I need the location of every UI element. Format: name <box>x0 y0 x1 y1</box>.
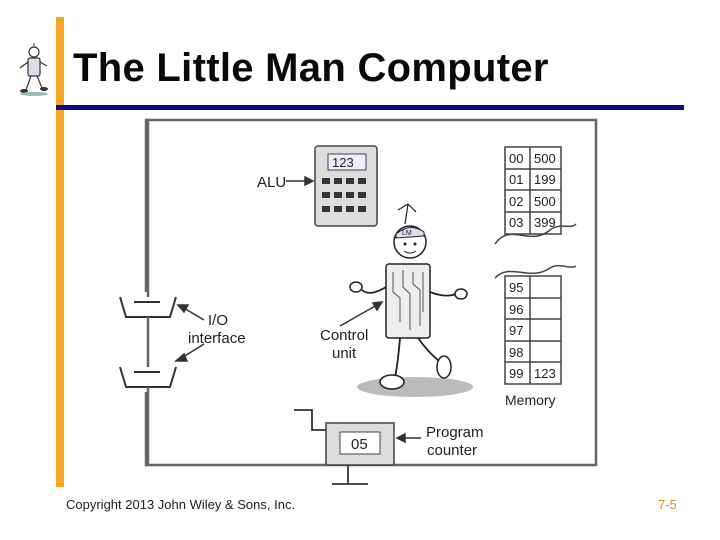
svg-text:97: 97 <box>509 323 523 338</box>
svg-text:01: 01 <box>509 172 523 187</box>
svg-text:500: 500 <box>534 151 556 166</box>
alu-label: ALU <box>257 174 286 191</box>
svg-text:96: 96 <box>509 302 523 317</box>
alu-display: 123 <box>332 155 354 170</box>
svg-text:399: 399 <box>534 215 556 230</box>
io-label-line1: I/O <box>208 312 228 329</box>
cap-label: LM <box>402 230 412 237</box>
svg-text:99: 99 <box>509 366 523 381</box>
io-label-line2: interface <box>188 330 246 347</box>
lmc-diagram: I/O interface 123 ALU 00 500 01 199 02 500 … <box>119 118 598 485</box>
memory-bottom-block <box>504 275 562 385</box>
svg-text:123: 123 <box>534 366 556 381</box>
program-counter-stem <box>332 465 368 485</box>
memory-label: Memory <box>505 392 556 408</box>
memory-tear-top <box>494 223 577 245</box>
program-counter-value: 05 <box>351 436 368 453</box>
little-man-logo-icon <box>19 43 48 96</box>
memory-tear-bottom <box>494 264 577 279</box>
control-unit-label-line2: unit <box>332 345 357 362</box>
svg-text:03: 03 <box>509 215 523 230</box>
io-arrows <box>174 304 205 362</box>
svg-text:199: 199 <box>534 172 556 187</box>
memory-top-cells: 00 500 01 199 02 500 03 399 <box>509 151 556 230</box>
svg-text:00: 00 <box>509 151 523 166</box>
title-rule <box>56 105 684 110</box>
slide-title: The Little Man Computer <box>73 46 549 90</box>
memory-bottom-cells: 95 96 97 98 99 123 <box>509 280 556 381</box>
svg-text:02: 02 <box>509 194 523 209</box>
control-unit-arrow <box>339 301 384 327</box>
svg-text:500: 500 <box>534 194 556 209</box>
copyright-footer: Copyright 2013 John Wiley & Sons, Inc. <box>66 497 296 512</box>
program-counter-arrow <box>395 432 421 444</box>
svg-text:95: 95 <box>509 280 523 295</box>
program-counter-box: 05 <box>325 422 395 466</box>
program-counter-label-line2: counter <box>427 442 477 459</box>
alu-arrow <box>286 175 315 187</box>
svg-text:98: 98 <box>509 345 523 360</box>
slide-number: 7-5 <box>658 497 677 512</box>
little-man-figure: LM <box>349 203 473 397</box>
program-counter-label-line1: Program <box>426 424 484 441</box>
memory-top-block <box>504 146 562 235</box>
alu-calculator: 123 <box>314 145 378 227</box>
program-counter-bracket-top <box>294 409 326 431</box>
accent-bar <box>56 17 64 487</box>
control-unit-label-line1: Control <box>320 327 368 344</box>
